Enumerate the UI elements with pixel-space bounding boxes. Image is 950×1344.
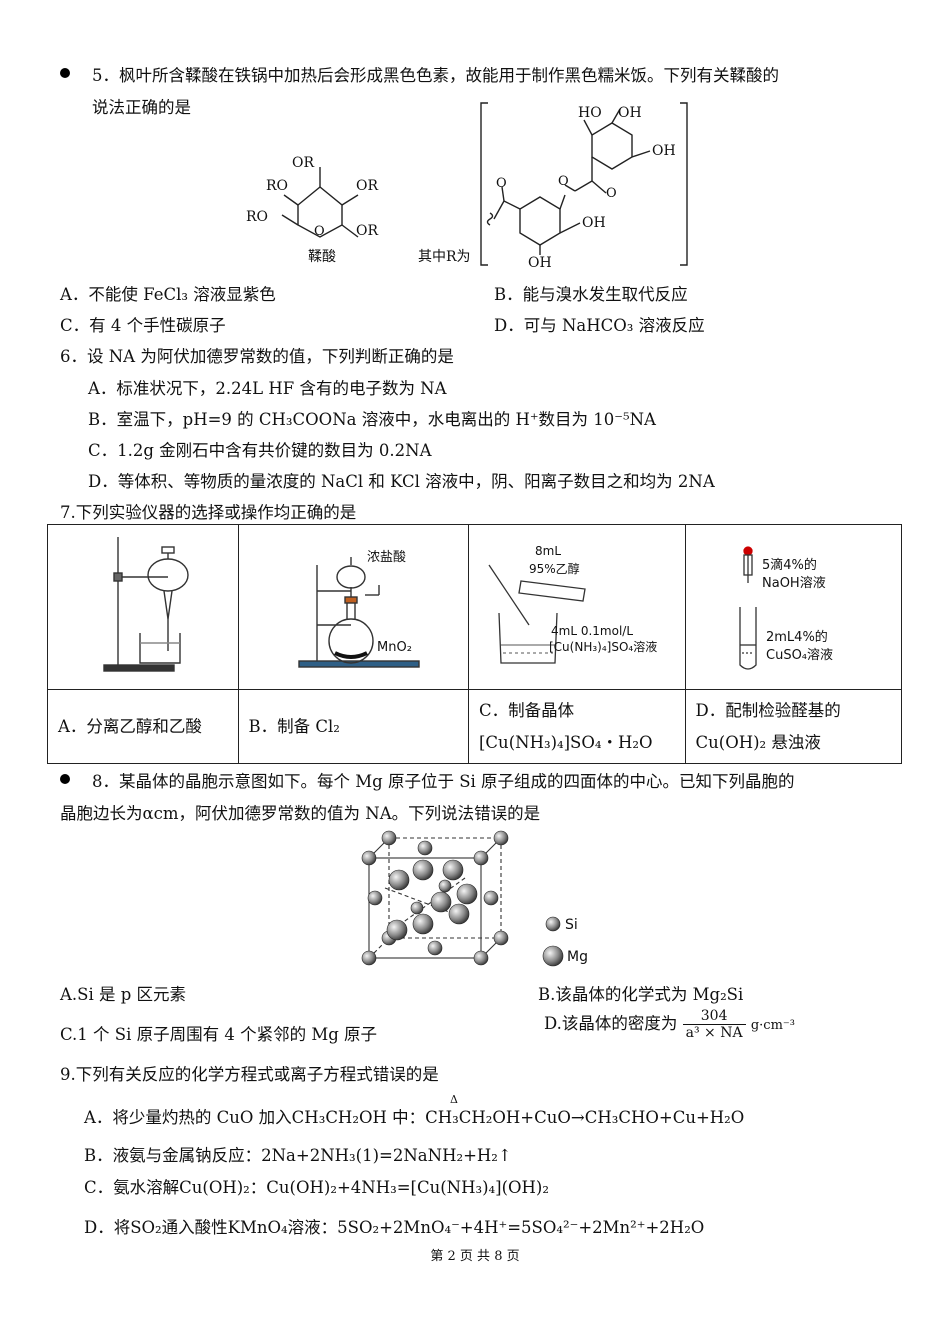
q9-stem: 9.下列有关反应的化学方程式或离子方程式错误的是 [60,1065,439,1084]
tannic-acid-structure: OR RO OR RO OR HO OH OH OH OH O O O O [246,102,688,271]
heat-symbol: Δ [450,1093,458,1106]
legend-mg: Mg [567,949,588,965]
q5-stem-line2: 说法正确的是 [92,98,191,117]
figure-a-cell [47,524,239,690]
q5-stem-line1: 5．枫叶所含鞣酸在铁锅中加热后会形成黑色色素，故能用于制作黑色糯米饭。下列有关鞣… [92,66,779,85]
cuoh2-prep-figure: 5滴4%的 NaOH溶液 2mL4%的 CuSO₄溶液 [738,546,833,670]
page-footer: 第 2 页 共 8 页 [430,1249,520,1264]
svg-text:O: O [606,186,617,201]
svg-text:O: O [314,224,325,239]
crystal-prep-figure: 8mL 95%乙醇 4mL 0.1mol/L [Cu(NH₃)₄]SO₄溶液 [488,544,657,664]
label-or-top: OR [292,155,314,171]
q7-stem: 7.下列实验仪器的选择或操作均正确的是 [60,503,357,522]
svg-text:O: O [558,174,569,189]
label-oh-bottom: OH [528,255,552,271]
label-oh-right: OH [652,143,676,159]
q7-option-a: A．分离乙醇和乙酸 [47,689,239,764]
label-mno2: MnO₂ [377,640,412,655]
label-95-ethanol: 95%乙醇 [529,561,580,576]
q6-option-a: A．标准状况下，2.24L HF 含有的电子数为 NA [88,379,447,398]
q8-option-d: D.该晶体的密度为 304 a³ × NA g·cm⁻³ [544,1008,795,1041]
q6-option-c: C．1.2g 金刚石中含有共价键的数目为 0.2NA [88,441,432,460]
q8-stem-line2: 晶胞边长为αcm，阿伏加德罗常数的值为 NA。下列说法错误的是 [60,804,541,823]
label-cuso4: CuSO₄溶液 [766,648,833,663]
q7-option-b: B．制备 Cl₂ [237,689,469,764]
q7-experiment-table: 浓盐酸 MnO₂ 8mL 95%乙醇 4mL 0.1mol/L [Cu(NH₃)… [47,524,902,764]
label-or-anomeric: OR [356,223,378,239]
chlorine-setup-figure: 浓盐酸 MnO₂ [297,550,420,668]
label-oh-lower: OH [582,215,606,231]
label-2ml: 2mL4%的 [766,629,828,645]
legend-si: Si [565,917,578,933]
q6-option-b: B．室温下，pH=9 的 CH₃COONa 溶液中，水电离出的 H⁺数目为 10… [88,410,656,429]
label-4ml-conc: 4mL 0.1mol/L [551,624,633,638]
q6-stem: 6．设 NA 为阿伏加德罗常数的值，下列判断正确的是 [60,347,454,366]
svg-text:O: O [496,176,507,191]
separatory-funnel-figure [103,537,189,672]
figure-b-cell: 浓盐酸 MnO₂ [237,524,469,690]
bullet-q8 [60,774,70,784]
q8-option-a: A.Si 是 p 区元素 [60,985,187,1004]
label-naoh: NaOH溶液 [762,576,826,591]
label-8ml: 8mL [535,544,561,558]
q6-option-d: D．等体积、等物质的量浓度的 NaCl 和 KCl 溶液中，阴、阳离子数目之和均… [88,472,715,491]
bullet-q5 [60,68,70,78]
figure-c-cell: 8mL 95%乙醇 4mL 0.1mol/L [Cu(NH₃)₄]SO₄溶液 [468,524,686,690]
q9-option-a: A．将少量灼热的 CuO 加入CH₃CH₂OH 中：CH₃CH₂OH+CuO→C… [84,1108,745,1127]
q5-option-d: D．可与 NaHCO₃ 溶液反应 [494,316,705,335]
label-complex-solution: [Cu(NH₃)₄]SO₄溶液 [549,639,657,654]
structure-name: 鞣酸 [308,249,336,265]
unit-cell-figure: Si Mg [361,830,588,967]
q5-option-b: B．能与溴水发生取代反应 [494,285,688,304]
label-conc-hcl: 浓盐酸 [367,550,406,565]
label-or-right: OR [356,178,378,194]
q8-stem-line1: 8．某晶体的晶胞示意图如下。每个 Mg 原子位于 Si 原子组成的四面体的中心。… [92,772,795,791]
label-ro-left: RO [266,178,288,194]
density-fraction: 304 a³ × NA [682,1008,746,1041]
q5-option-a: A．不能使 FeCl₃ 溶液显紫色 [60,285,276,304]
q9-option-b: B．液氨与金属钠反应：2Na+2NH₃(1)=2NaNH₂+H₂↑ [84,1146,512,1165]
q8-option-c: C.1 个 Si 原子周围有 4 个紧邻的 Mg 原子 [60,1025,378,1044]
q5-option-c: C．有 4 个手性碳原子 [60,316,226,335]
label-ro-ch2: RO [246,209,268,225]
substituent-caption: 其中R为 [418,249,471,265]
q8-option-b: B.该晶体的化学式为 Mg₂Si [538,985,744,1004]
label-ho: HO [578,105,602,121]
q9-option-d: D．将SO₂通入酸性KMnO₄溶液：5SO₂+2MnO₄⁻+4H⁺=5SO₄²⁻… [84,1218,705,1237]
figure-d-cell: 5滴4%的 NaOH溶液 2mL4%的 CuSO₄溶液 [684,524,902,690]
q9-option-c: C．氨水溶解Cu(OH)₂：Cu(OH)₂+4NH₃=[Cu(NH₃)₄](OH… [84,1178,549,1197]
q7-option-c: C．制备晶体[Cu(NH₃)₄]SO₄・H₂O [468,689,686,764]
label-5-drops: 5滴4%的 [762,557,817,573]
label-oh-top: OH [618,105,642,121]
